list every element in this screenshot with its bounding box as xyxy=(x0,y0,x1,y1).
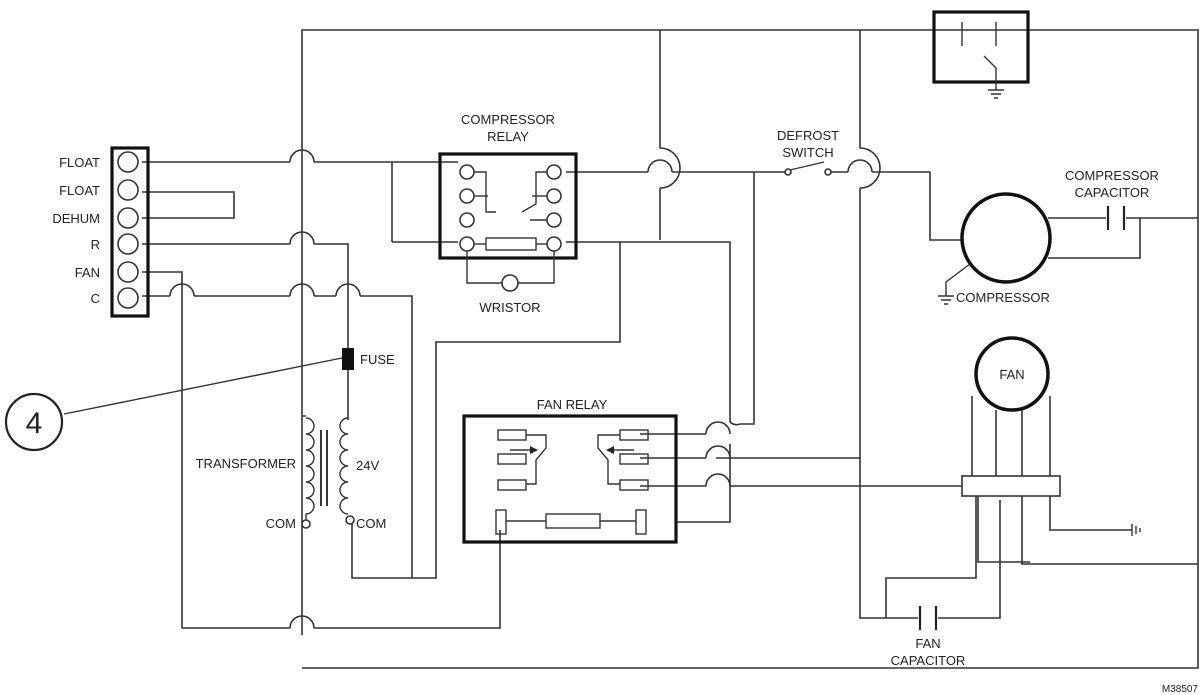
fan-capacitor-label-line1: FAN xyxy=(915,636,940,651)
com-left-label: COM xyxy=(266,516,296,531)
compressor-relay-label-line2: RELAY xyxy=(487,129,529,144)
terminal-float-2 xyxy=(117,179,139,201)
compressor-capacitor-label-line2: CAPACITOR xyxy=(1075,185,1150,200)
compressor-capacitor-label-line1: COMPRESSOR xyxy=(1065,168,1159,183)
defrost-switch: DEFROST SWITCH xyxy=(777,128,839,176)
terminal-label-float-1: FLOAT xyxy=(59,155,100,170)
com-right-label: COM xyxy=(356,516,386,531)
compressor-relay: COMPRESSOR RELAY WRISTOR xyxy=(438,112,578,315)
terminal-float-1 xyxy=(117,151,139,173)
secondary-voltage-label: 24V xyxy=(356,458,379,473)
compressor-label: COMPRESSOR xyxy=(956,290,1050,305)
power-switch-box xyxy=(932,10,1030,99)
transformer: TRANSFORMER 24V COM COM xyxy=(196,415,386,531)
callout-4: 4 xyxy=(4,357,343,452)
fuse: FUSE xyxy=(342,348,395,370)
wires xyxy=(142,29,1199,669)
terminal-label-fan: FAN xyxy=(75,265,100,280)
callout-number: 4 xyxy=(26,407,43,440)
terminal-r xyxy=(117,233,139,255)
fan-motor: FAN xyxy=(961,336,1141,536)
terminal-label-float-2: FLOAT xyxy=(59,183,100,198)
fan-capacitor-label-line2: CAPACITOR xyxy=(891,653,966,668)
compressor: COMPRESSOR xyxy=(938,192,1052,305)
fuse-label: FUSE xyxy=(360,352,395,367)
wristor-label: WRISTOR xyxy=(479,300,540,315)
compressor-relay-label-line1: COMPRESSOR xyxy=(461,112,555,127)
compressor-capacitor: COMPRESSOR CAPACITOR xyxy=(1065,168,1159,230)
terminal-fan xyxy=(117,261,139,283)
fan-relay-label: FAN RELAY xyxy=(537,397,608,412)
figure-id: M38507 xyxy=(1162,684,1199,695)
terminal-dehum xyxy=(117,207,139,229)
terminal-c xyxy=(117,287,139,309)
terminal-block: FLOAT FLOAT DEHUM R FAN C xyxy=(52,146,150,318)
wristor-symbol xyxy=(501,274,519,292)
terminal-label-dehum: DEHUM xyxy=(52,211,100,226)
fan-capacitor: FAN CAPACITOR xyxy=(891,606,966,668)
defrost-switch-label-line1: DEFROST xyxy=(777,128,839,143)
fan-relay: FAN RELAY xyxy=(462,397,678,544)
terminal-label-c: C xyxy=(91,291,100,306)
defrost-switch-label-line2: SWITCH xyxy=(782,145,833,160)
fan-motor-label: FAN xyxy=(999,367,1024,382)
transformer-label: TRANSFORMER xyxy=(196,456,296,471)
terminal-label-r: R xyxy=(91,237,100,252)
